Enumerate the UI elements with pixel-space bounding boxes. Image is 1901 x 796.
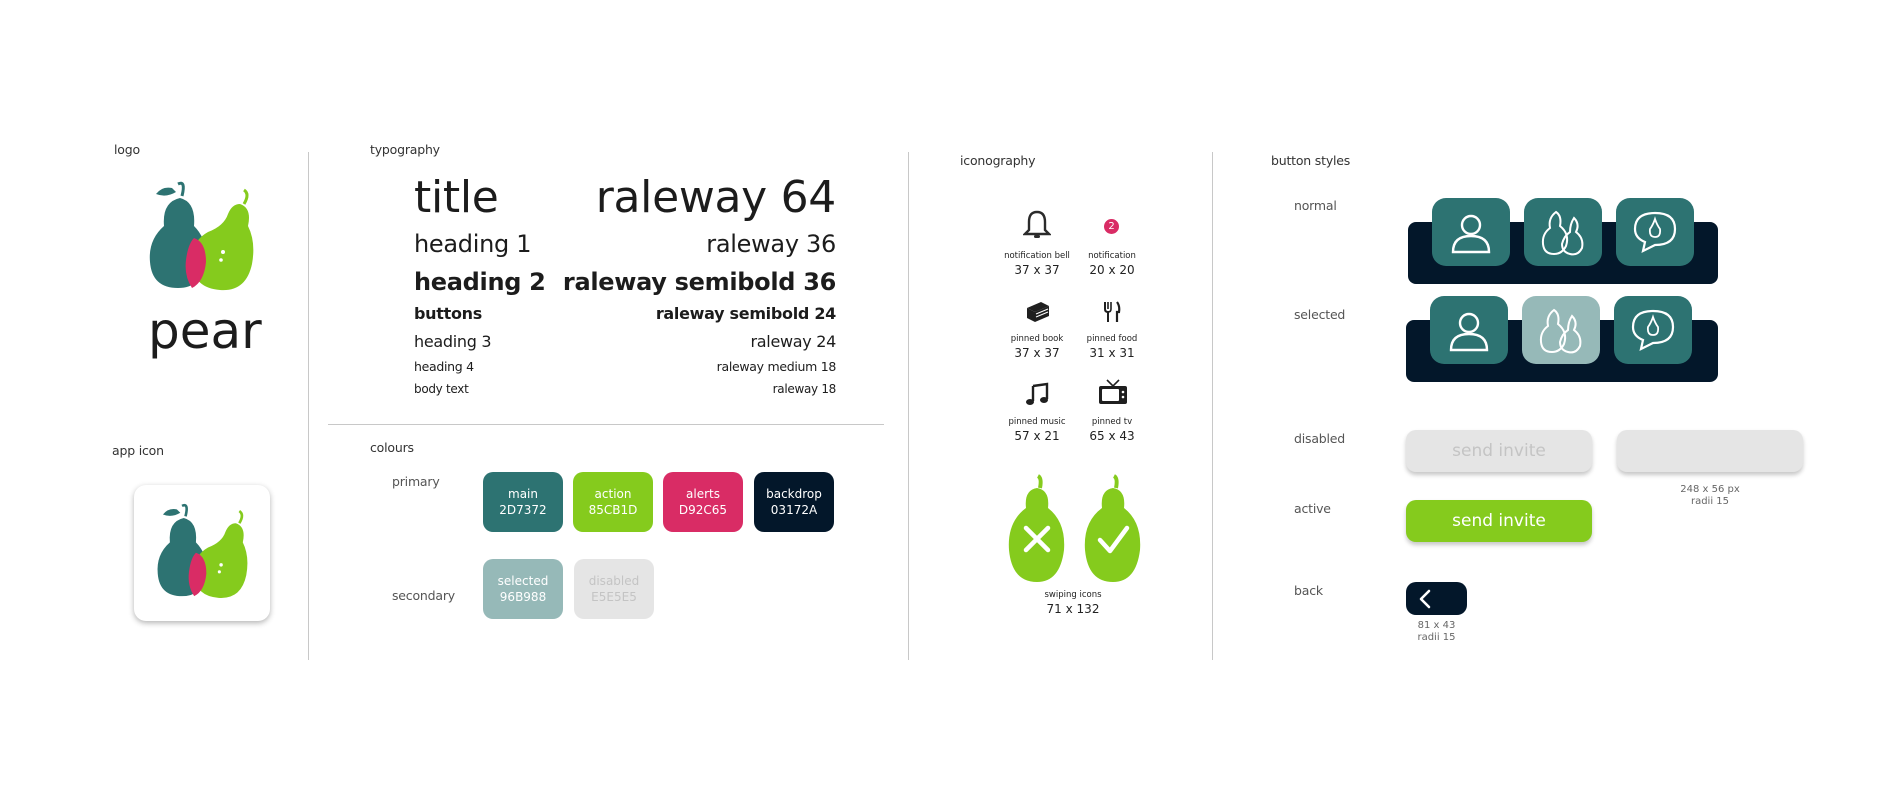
back-button-dims: 81 x 43 bbox=[1417, 620, 1456, 631]
icon-caption: notification bell bbox=[1004, 251, 1070, 261]
section-label-app-icon: app icon bbox=[112, 443, 164, 458]
type-name-heading-2: heading 2 bbox=[414, 268, 546, 296]
colours-secondary-label: secondary bbox=[392, 588, 455, 603]
swatch-name: main bbox=[508, 487, 538, 501]
divider bbox=[908, 152, 909, 660]
back-button[interactable] bbox=[1406, 582, 1467, 615]
section-label-iconography: iconography bbox=[960, 153, 1036, 168]
swatch-hex: E5E5E5 bbox=[591, 590, 637, 604]
chat-bubble-icon bbox=[1631, 309, 1675, 352]
swatch-hex: D92C65 bbox=[678, 503, 728, 517]
section-label-logo: logo bbox=[114, 142, 140, 157]
pears-icon bbox=[1539, 308, 1582, 354]
type-name-body-text: body text bbox=[414, 382, 469, 396]
divider bbox=[328, 424, 884, 425]
swatch-name: action bbox=[594, 487, 632, 501]
nav-tab-profile[interactable] bbox=[1432, 198, 1510, 266]
type-spec-heading-4: raleway medium 18 bbox=[716, 359, 837, 374]
icon-dims: 57 x 21 bbox=[1014, 429, 1060, 443]
user-icon bbox=[1451, 214, 1491, 254]
blank-button-disabled[interactable] bbox=[1617, 430, 1803, 472]
send-invite-button-disabled[interactable]: send invite bbox=[1406, 430, 1592, 472]
icon-dims: 37 x 37 bbox=[1014, 263, 1060, 277]
user-icon bbox=[1449, 312, 1489, 352]
type-name-heading-1: heading 1 bbox=[414, 230, 532, 258]
swatch-hex: 03172A bbox=[770, 503, 818, 517]
back-button-radius: radii 15 bbox=[1417, 632, 1456, 643]
type-name-title: title bbox=[414, 172, 499, 223]
type-name-heading-3: heading 3 bbox=[414, 332, 492, 351]
button-state-back-label: back bbox=[1294, 583, 1323, 598]
swatch-name: alerts bbox=[686, 487, 720, 501]
send-invite-button-active[interactable]: send invite bbox=[1406, 500, 1592, 542]
nav-tab-matches-selected[interactable] bbox=[1522, 296, 1600, 364]
swatch-name: disabled bbox=[588, 574, 640, 588]
button-state-active-label: active bbox=[1294, 501, 1331, 516]
type-spec-title: raleway 64 bbox=[595, 172, 837, 223]
icon-dims: 71 x 132 bbox=[1046, 602, 1100, 616]
swatch-hex: 96B988 bbox=[499, 590, 547, 604]
chevron-left-icon bbox=[1419, 589, 1431, 608]
icon-dims: 65 x 43 bbox=[1089, 429, 1135, 443]
logo-wordmark: pear bbox=[148, 302, 262, 360]
bell-icon bbox=[1023, 210, 1051, 238]
swatch-main: main 2D7372 bbox=[483, 472, 563, 532]
type-spec-heading-2: raleway semibold 36 bbox=[562, 268, 836, 296]
type-spec-body-text: raleway 18 bbox=[772, 382, 837, 396]
nav-tab-profile[interactable] bbox=[1430, 296, 1508, 364]
type-spec-heading-1: raleway 36 bbox=[706, 230, 836, 258]
icon-caption: notification bbox=[1088, 251, 1136, 261]
section-label-button-styles: button styles bbox=[1271, 153, 1351, 168]
button-state-normal-label: normal bbox=[1294, 198, 1337, 213]
fork-knife-icon bbox=[1104, 301, 1121, 322]
icon-caption: pinned food bbox=[1086, 334, 1138, 344]
type-spec-buttons: raleway semibold 24 bbox=[655, 304, 836, 323]
divider bbox=[1212, 152, 1213, 660]
icon-caption: pinned book bbox=[1010, 334, 1064, 344]
swatch-selected: selected 96B988 bbox=[483, 559, 563, 619]
button-dims: 248 x 56 px bbox=[1680, 484, 1740, 495]
section-label-colours: colours bbox=[370, 440, 414, 455]
swatch-hex: 85CB1D bbox=[588, 503, 638, 517]
book-icon bbox=[1027, 302, 1049, 322]
icon-caption: swiping icons bbox=[1044, 590, 1102, 600]
pears-icon bbox=[1541, 210, 1584, 256]
nav-tab-matches[interactable] bbox=[1524, 198, 1602, 266]
swatch-name: selected bbox=[497, 574, 549, 588]
button-state-disabled-label: disabled bbox=[1294, 431, 1346, 446]
icon-dims: 37 x 37 bbox=[1014, 346, 1060, 360]
swatch-action: action 85CB1D bbox=[573, 472, 653, 532]
swatch-disabled: disabled E5E5E5 bbox=[574, 559, 654, 619]
icon-dims: 31 x 31 bbox=[1089, 346, 1135, 360]
button-radius: radii 15 bbox=[1690, 496, 1730, 507]
pear-logo-icon bbox=[149, 181, 254, 291]
chat-bubble-icon bbox=[1633, 211, 1677, 254]
swatch-name: backdrop bbox=[766, 487, 822, 501]
icon-caption: pinned music bbox=[1008, 417, 1066, 427]
type-name-buttons: buttons bbox=[414, 304, 482, 323]
swatch-hex: 2D7372 bbox=[499, 503, 547, 517]
tv-icon bbox=[1099, 379, 1127, 404]
colours-primary-label: primary bbox=[392, 474, 440, 489]
notification-dot-icon: 2 bbox=[1104, 219, 1119, 234]
swatch-backdrop: backdrop 03172A bbox=[754, 472, 834, 532]
button-state-selected-label: selected bbox=[1294, 307, 1346, 322]
section-label-typography: typography bbox=[370, 142, 440, 157]
music-note-icon bbox=[1026, 382, 1049, 405]
pear-app-icon bbox=[157, 503, 248, 598]
swipe-reject-icon bbox=[1008, 474, 1065, 582]
divider bbox=[308, 152, 309, 660]
swatch-alerts: alerts D92C65 bbox=[663, 472, 743, 532]
icon-caption: pinned tv bbox=[1091, 417, 1133, 427]
nav-tab-chat[interactable] bbox=[1614, 296, 1692, 364]
icon-dims: 20 x 20 bbox=[1089, 263, 1135, 277]
nav-tab-chat[interactable] bbox=[1616, 198, 1694, 266]
app-icon bbox=[134, 485, 270, 621]
swipe-accept-icon bbox=[1084, 474, 1141, 582]
type-spec-heading-3: raleway 24 bbox=[750, 332, 837, 351]
type-name-heading-4: heading 4 bbox=[414, 359, 474, 374]
